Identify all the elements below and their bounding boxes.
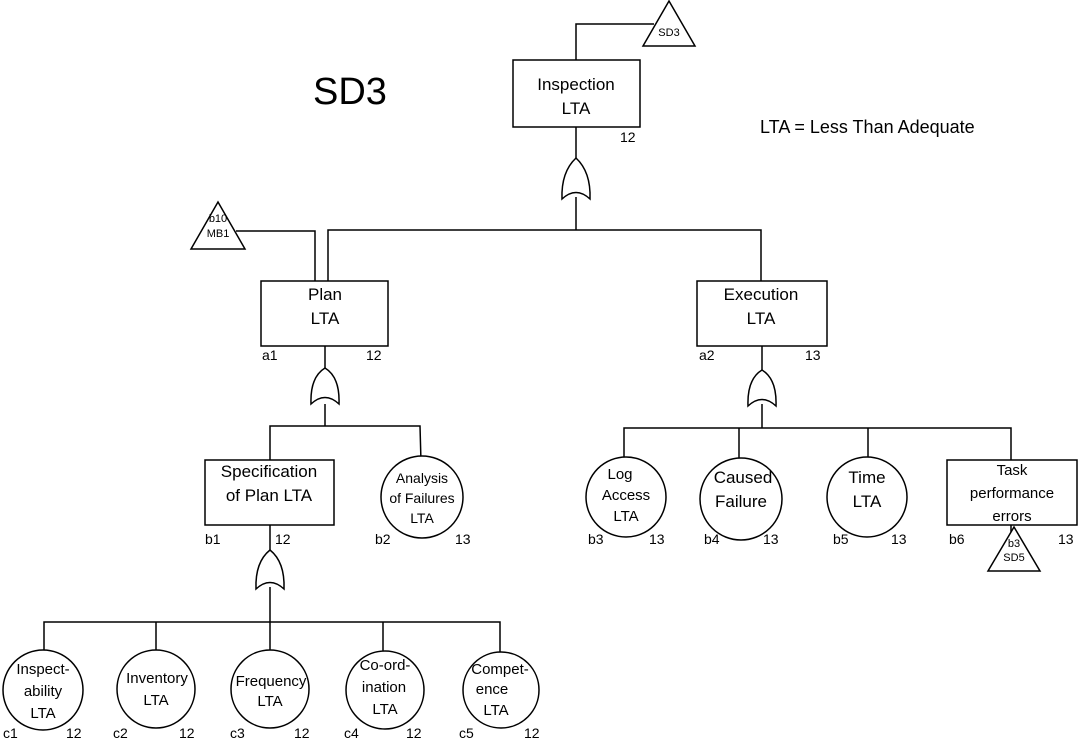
svg-text:LTA: LTA — [372, 701, 397, 718]
svg-text:Execution: Execution — [724, 285, 799, 304]
svg-text:b5: b5 — [833, 531, 849, 547]
svg-text:c1: c1 — [3, 725, 18, 741]
svg-text:Failure: Failure — [715, 492, 767, 511]
svg-text:performance: performance — [970, 485, 1054, 502]
svg-text:13: 13 — [805, 347, 821, 363]
svg-text:MB1: MB1 — [207, 228, 230, 240]
svg-text:13: 13 — [649, 531, 665, 547]
svg-text:ability: ability — [24, 683, 63, 700]
svg-text:ence: ence — [476, 681, 509, 698]
transfer-sd3-icon: SD3 — [641, 0, 697, 47]
svg-text:LTA: LTA — [562, 99, 591, 118]
svg-text:LTA: LTA — [483, 702, 508, 719]
svg-text:b1: b1 — [205, 531, 221, 547]
event-coordination-lta: Co-ord- ination LTA c4 12 — [344, 650, 425, 741]
transfer-mb1-icon: b10 MB1 — [189, 200, 247, 250]
svg-text:c4: c4 — [344, 725, 359, 741]
or-gate-icon-top — [561, 156, 591, 201]
svg-text:Analysis: Analysis — [396, 470, 448, 486]
svg-text:12: 12 — [366, 347, 382, 363]
svg-text:SD3: SD3 — [658, 27, 679, 39]
event-execution-lta: Execution LTA a2 13 — [696, 280, 828, 363]
svg-text:b3: b3 — [1008, 538, 1020, 550]
svg-text:Specification: Specification — [221, 462, 317, 481]
event-inspectability-lta: Inspect- ability LTA c1 12 — [2, 649, 84, 741]
svg-text:of Failures: of Failures — [389, 490, 454, 506]
svg-text:Caused: Caused — [714, 468, 773, 487]
svg-text:Time: Time — [848, 468, 885, 487]
diagram-title: SD3 — [313, 71, 387, 113]
or-gate-icon-execution — [747, 369, 777, 408]
event-caused-failure: Caused Failure b4 13 — [699, 457, 783, 547]
svg-text:b2: b2 — [375, 531, 391, 547]
legend-text: LTA = Less Than Adequate — [760, 117, 975, 137]
svg-text:LTA: LTA — [311, 309, 340, 328]
svg-text:13: 13 — [1058, 531, 1074, 547]
svg-text:Inspection: Inspection — [537, 75, 615, 94]
svg-text:12: 12 — [524, 725, 540, 741]
event-time-lta: Time LTA b5 13 — [826, 456, 908, 547]
svg-text:a1: a1 — [262, 347, 278, 363]
svg-text:Task: Task — [997, 462, 1028, 479]
event-specification-of-plan-lta: Specification of Plan LTA b1 12 — [204, 459, 335, 547]
svg-text:Inventory: Inventory — [126, 670, 188, 687]
svg-text:12: 12 — [294, 725, 310, 741]
svg-text:12: 12 — [406, 725, 422, 741]
event-competence-lta: Compet- ence LTA c5 12 — [459, 651, 540, 741]
event-frequency-lta: Frequency LTA c3 12 — [230, 649, 310, 741]
svg-text:c2: c2 — [113, 725, 128, 741]
event-task-performance-errors: Task performance errors b6 13 — [946, 459, 1078, 547]
svg-text:SD5: SD5 — [1003, 552, 1024, 564]
svg-text:12: 12 — [275, 531, 291, 547]
event-inventory-lta: Inventory LTA c2 12 — [113, 649, 196, 741]
svg-text:Plan: Plan — [308, 285, 342, 304]
svg-text:Frequency: Frequency — [236, 673, 307, 690]
event-plan-lta: Plan LTA a1 12 — [260, 280, 389, 363]
svg-text:LTA: LTA — [853, 492, 882, 511]
svg-text:12: 12 — [620, 129, 636, 145]
svg-text:LTA: LTA — [747, 309, 776, 328]
svg-text:Co-ord-: Co-ord- — [360, 657, 411, 674]
event-log-access-lta: Log Access LTA b3 13 — [585, 456, 667, 547]
svg-text:of Plan LTA: of Plan LTA — [226, 486, 313, 505]
svg-text:c5: c5 — [459, 725, 474, 741]
svg-text:13: 13 — [763, 531, 779, 547]
svg-text:LTA: LTA — [613, 508, 638, 525]
event-inspection-lta: Inspection LTA 12 — [512, 59, 641, 145]
svg-text:Compet-: Compet- — [471, 661, 529, 678]
svg-text:b10: b10 — [209, 213, 227, 225]
svg-text:a2: a2 — [699, 347, 715, 363]
svg-text:ination: ination — [362, 679, 406, 696]
svg-text:Inspect-: Inspect- — [16, 661, 69, 678]
svg-text:c3: c3 — [230, 725, 245, 741]
svg-text:b4: b4 — [704, 531, 720, 547]
event-analysis-of-failures-lta: Analysis of Failures LTA b2 13 — [375, 455, 471, 547]
svg-text:errors: errors — [992, 508, 1031, 525]
connector-lines — [43, 23, 1012, 652]
svg-text:LTA: LTA — [410, 510, 434, 526]
svg-text:Access: Access — [602, 487, 650, 504]
svg-text:LTA: LTA — [257, 693, 282, 710]
or-gate-icon-spec — [255, 549, 285, 591]
svg-text:LTA: LTA — [143, 692, 168, 709]
transfer-sd5-icon: b3 SD5 — [986, 525, 1042, 572]
or-gate-icon-plan — [310, 367, 340, 406]
svg-text:Log: Log — [607, 466, 632, 483]
svg-text:b3: b3 — [588, 531, 604, 547]
svg-text:b6: b6 — [949, 531, 965, 547]
svg-text:12: 12 — [66, 725, 82, 741]
svg-text:12: 12 — [179, 725, 195, 741]
svg-text:LTA: LTA — [30, 705, 55, 722]
svg-text:13: 13 — [455, 531, 471, 547]
svg-text:13: 13 — [891, 531, 907, 547]
